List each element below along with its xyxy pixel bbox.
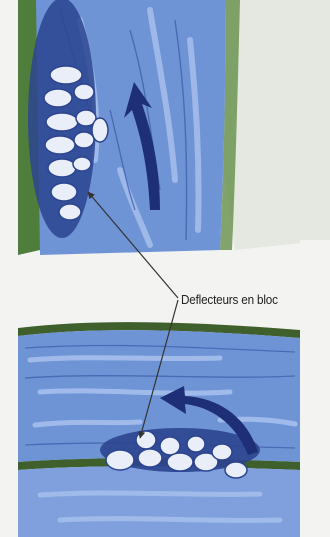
top-panel <box>18 0 330 255</box>
callout-label: Deflecteurs en bloc <box>181 292 278 307</box>
river-water-lower <box>18 466 300 537</box>
page-margin <box>300 240 330 537</box>
bottom-panel <box>18 322 300 537</box>
